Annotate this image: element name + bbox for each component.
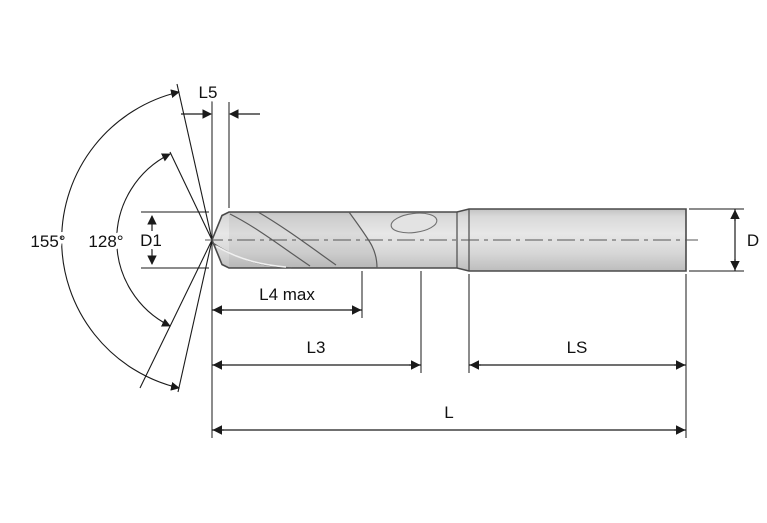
d-label: D bbox=[747, 231, 759, 250]
outer-angle-label: 155° bbox=[30, 232, 65, 251]
flute-curve-2 bbox=[229, 213, 311, 267]
dimension-d1: D1 bbox=[137, 211, 209, 269]
inner-angle-label: 128° bbox=[88, 232, 123, 251]
dimension-ls: LS bbox=[468, 274, 686, 373]
drill-body bbox=[205, 208, 698, 272]
dimension-l: L bbox=[212, 274, 687, 438]
inner-angle-lower-line bbox=[139, 239, 213, 389]
flute-runout-curve bbox=[348, 211, 378, 269]
l3-label: L3 bbox=[307, 338, 326, 357]
dimension-l4-max: L4 max bbox=[212, 271, 363, 318]
angle-arcs bbox=[61, 89, 180, 391]
outer-angle-lower-line bbox=[177, 239, 213, 393]
inner-angle-upper-line bbox=[169, 151, 213, 241]
flute-runout-ellipse bbox=[390, 212, 438, 234]
flute-highlight bbox=[215, 245, 287, 268]
outer-angle-upper-line bbox=[176, 83, 213, 241]
inner-arc-arrow-bottom bbox=[160, 318, 171, 327]
d1-label: D1 bbox=[140, 231, 162, 250]
dimension-d: D bbox=[689, 208, 763, 272]
outer-arc-arrow-bottom bbox=[170, 382, 180, 391]
outer-arc-arrow-top bbox=[170, 89, 180, 98]
point-angle-lines bbox=[139, 83, 213, 393]
flute-helix-lines bbox=[212, 211, 378, 269]
inner-arc-arrow-top bbox=[160, 153, 171, 162]
l4-label: L4 max bbox=[259, 285, 315, 304]
l-label: L bbox=[444, 403, 453, 422]
outer-angle-arc bbox=[61, 91, 180, 389]
ls-label: LS bbox=[567, 338, 588, 357]
flute-curve-3 bbox=[257, 211, 337, 266]
inner-angle-arc bbox=[116, 153, 171, 327]
dimension-l3: L3 bbox=[212, 271, 422, 373]
dimension-l5: L5 bbox=[181, 80, 260, 208]
l5-label: L5 bbox=[199, 83, 218, 102]
